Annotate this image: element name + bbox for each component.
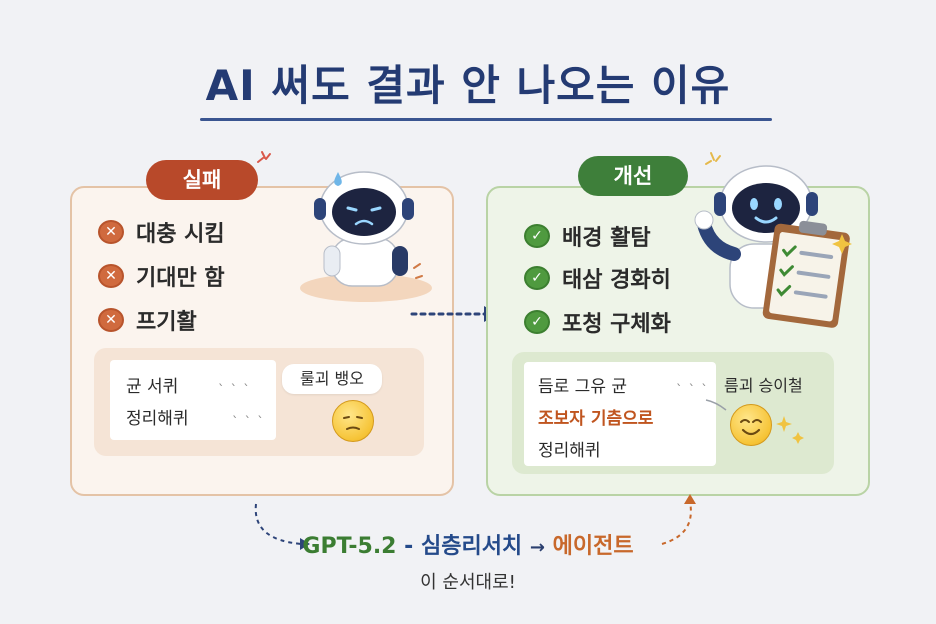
fail-card-line: 정리해퀴 — [126, 409, 189, 429]
improve-item: ✓ 포청 구체화 — [524, 306, 671, 338]
check-icon: ✓ — [524, 310, 550, 334]
fail-item-label: 프기활 — [136, 310, 197, 335]
sparkle-icon — [705, 152, 721, 165]
fail-item: ✕ 기대만 함 — [98, 260, 225, 292]
curved-arrow-icon — [661, 494, 696, 545]
flow-step-deep-research: 심층리서치 — [420, 534, 523, 559]
fail-item: ✕ 대충 시킴 — [98, 216, 225, 248]
check-icon: ✓ — [524, 266, 550, 290]
sparkle-icon — [776, 416, 804, 444]
improve-item-label: 태삼 경화히 — [562, 268, 671, 293]
improve-card-line: 듬로 그유 균 — [538, 377, 628, 397]
fail-item: ✕ 프기활 — [98, 304, 197, 336]
process-flow: GPT-5.2 - 심층리서치 → 에이전트 — [0, 528, 936, 560]
improve-item: ✓ 태삼 경화히 — [524, 262, 671, 294]
page-title: AI 써도 결과 안 나오는 이유 — [205, 61, 731, 110]
flow-separator: - — [404, 534, 414, 559]
fail-card-line: 균 서퀴 — [126, 377, 179, 397]
improve-card-line-highlight: 조보자 기츰으로 — [538, 409, 654, 429]
improve-item-label: 배경 활탐 — [562, 226, 651, 251]
improve-card-line: 정리해퀴 — [538, 441, 601, 461]
improve-example-card — [524, 362, 716, 466]
squiggle-icon: ˎ ˎ ˎ — [218, 372, 251, 387]
x-icon: ✕ — [98, 308, 124, 332]
improve-item-label: 포청 구체화 — [562, 312, 671, 337]
confused-face-icon — [332, 400, 374, 442]
squiggle-icon: ˎ ˎ ˎ — [676, 372, 709, 387]
sad-robot-illustration — [300, 171, 432, 302]
fail-label: 실패 — [146, 160, 258, 200]
x-icon: ✕ — [98, 220, 124, 244]
curved-arrow-icon — [254, 503, 310, 550]
flow-step-gpt: GPT-5.2 — [302, 534, 397, 559]
x-icon: ✕ — [98, 264, 124, 288]
fail-item-label: 대충 시킴 — [136, 222, 225, 247]
flow-step-agent: 에이전트 — [552, 534, 634, 559]
flow-arrow: → — [529, 537, 545, 558]
check-icon: ✓ — [524, 224, 550, 248]
happy-robot-illustration — [694, 165, 852, 328]
title-underline — [200, 118, 772, 121]
improve-item: ✓ 배경 활탐 — [524, 220, 651, 252]
squiggle-icon: ˎ ˎ ˎ — [232, 404, 265, 419]
pointer-line — [705, 399, 727, 411]
alert-spark-icon — [257, 151, 271, 163]
smiling-face-icon — [730, 404, 772, 446]
fail-speech-bubble: 룰괴 뱅오 — [282, 364, 382, 394]
improve-label: 개선 — [578, 156, 688, 196]
improve-speech-text: 름괴 승이철 — [724, 376, 803, 395]
fail-item-label: 기대만 함 — [136, 266, 225, 291]
fail-example-card — [110, 360, 276, 440]
flow-caption: 이 순서대로! — [420, 572, 516, 593]
